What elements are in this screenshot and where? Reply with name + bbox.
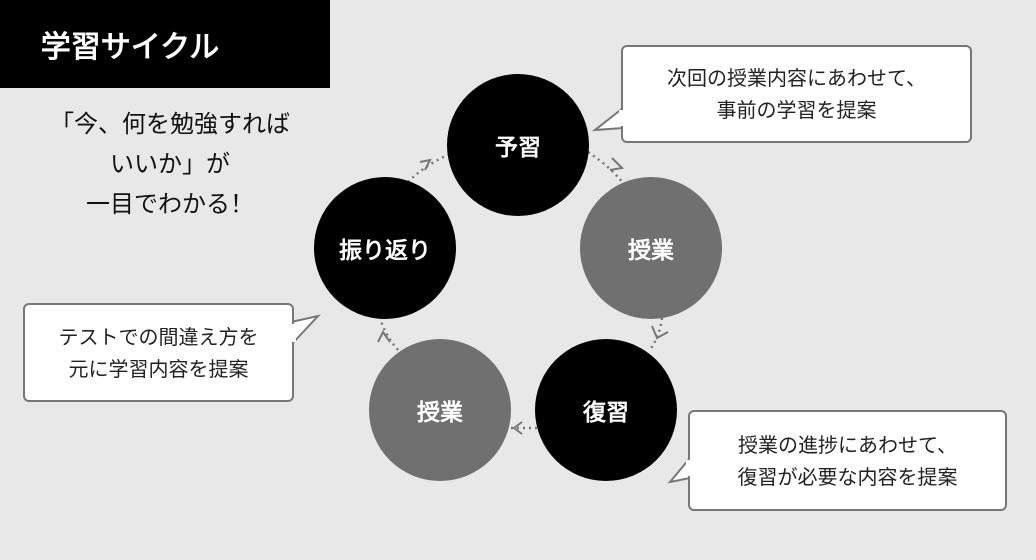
lead-line: 一目でわかる！: [86, 190, 254, 218]
callout-review: 授業の進捗にあわせて、 復習が必要な内容を提案: [688, 410, 1007, 511]
cycle-node-class: [580, 177, 722, 319]
callout-preview: 次回の授業内容にあわせて、 事前の学習を提案: [621, 45, 972, 143]
callout-line: 次回の授業内容にあわせて、: [667, 66, 926, 90]
callout-reflection: テストでの間違え方を 元に学習内容を提案: [23, 303, 294, 402]
lead-line: 「今、何を勉強すれば: [50, 110, 290, 138]
callout-line: 復習が必要な内容を提案: [737, 464, 958, 489]
diagram-title: 学習サイクル: [0, 0, 330, 88]
arrow-class-to-review: [648, 317, 664, 351]
callout-tail: [667, 457, 691, 484]
callout-line: 事前の学習を提案: [716, 98, 877, 122]
node-label: 授業: [628, 238, 674, 264]
arrowhead-icon: [419, 158, 432, 171]
arrow-reflection-to-preview: [407, 153, 449, 183]
callout-tail: [290, 314, 321, 346]
cycle-node-class-2: [369, 339, 511, 481]
arrowhead-icon: [377, 330, 391, 343]
lead-text: 「今、何を勉強すれば いいか」が 一目でわかる！: [20, 104, 320, 224]
cycle-node-reflection: [314, 177, 456, 319]
node-label: 振り返り: [339, 238, 431, 264]
callout-line: テストでの間違え方を: [58, 324, 259, 349]
cycle-node-review: [535, 339, 677, 481]
callout-tail: [591, 107, 624, 132]
arrowhead-icon: [512, 421, 523, 435]
node-label: 復習: [583, 400, 629, 426]
callout-line: 授業の進捗にあわせて、: [738, 432, 957, 457]
cycle-node-preview: [447, 74, 589, 216]
arrowhead-icon: [651, 325, 669, 340]
arrowhead-icon: [609, 157, 625, 171]
node-label: 予習: [495, 135, 541, 161]
arrow-class-to-reflection: [378, 317, 399, 351]
callout-line: 元に学習内容を提案: [68, 356, 249, 381]
node-label: 授業: [417, 400, 463, 426]
lead-line: いいか」が: [110, 150, 230, 178]
